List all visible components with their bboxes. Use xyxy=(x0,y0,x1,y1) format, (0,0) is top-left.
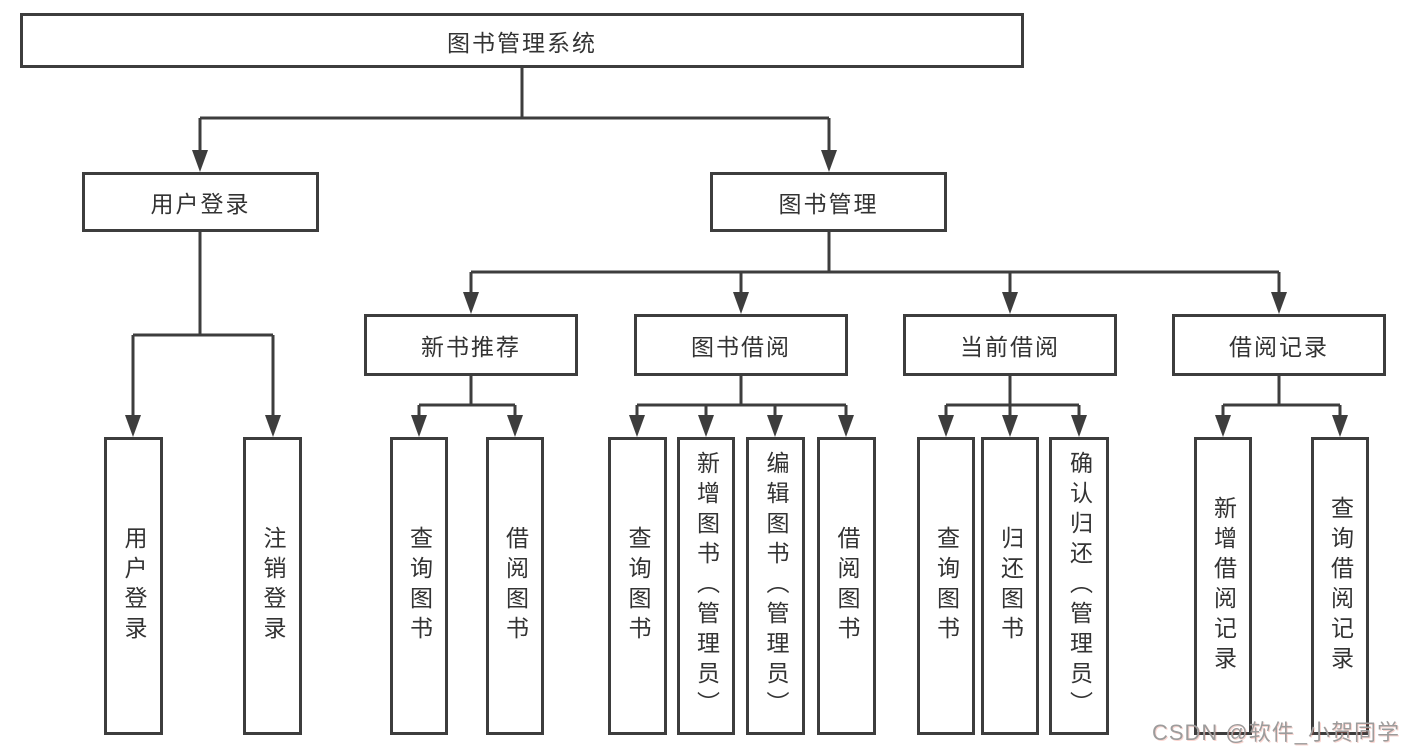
node-label: 新增图书（管理员） xyxy=(693,451,720,721)
node-label: 确认归还（管理员） xyxy=(1066,451,1093,721)
leaf-user-login: 用户登录 xyxy=(104,437,163,735)
node-borrowing-records: 借阅记录 xyxy=(1172,314,1386,376)
node-label: 借阅记录 xyxy=(1229,334,1329,360)
node-new-book-recommendation: 新书推荐 xyxy=(364,314,578,376)
node-book-borrowing: 图书借阅 xyxy=(634,314,848,376)
leaf-logout: 注销登录 xyxy=(243,437,302,735)
node-user-login: 用户登录 xyxy=(82,172,319,232)
leaf-confirm-return-admin: 确认归还（管理员） xyxy=(1049,437,1109,735)
node-label: 归还图书 xyxy=(997,526,1024,646)
node-label: 查询图书 xyxy=(933,526,960,646)
node-label: 新书推荐 xyxy=(421,334,521,360)
node-label: 借阅图书 xyxy=(502,526,529,646)
node-label: 查询借阅记录 xyxy=(1327,496,1354,676)
node-label: 用户登录 xyxy=(121,526,147,646)
leaf-borrow-books-recommend: 借阅图书 xyxy=(486,437,544,735)
leaf-query-books-borrowing: 查询图书 xyxy=(608,437,667,735)
node-label: 当前借阅 xyxy=(960,334,1060,360)
node-label: 图书管理系统 xyxy=(447,29,597,56)
csdn-watermark: CSDN @软件_小贺同学 xyxy=(1151,720,1400,745)
node-label: 编辑图书（管理员） xyxy=(763,451,789,721)
node-label: 查询图书 xyxy=(406,526,433,646)
leaf-query-books-current: 查询图书 xyxy=(917,437,975,735)
leaf-add-borrow-record: 新增借阅记录 xyxy=(1194,437,1252,735)
node-library-management-system: 图书管理系统 xyxy=(20,13,1024,68)
node-label: 图书管理 xyxy=(778,191,879,217)
node-label: 查询图书 xyxy=(625,526,651,646)
node-current-borrowing: 当前借阅 xyxy=(903,314,1117,376)
node-label: 新增借阅记录 xyxy=(1210,496,1237,676)
node-label: 图书借阅 xyxy=(691,334,791,360)
leaf-edit-book-admin: 编辑图书（管理员） xyxy=(746,437,805,735)
node-label: 用户登录 xyxy=(150,191,251,217)
leaf-add-book-admin: 新增图书（管理员） xyxy=(677,437,735,735)
leaf-query-books-recommend: 查询图书 xyxy=(390,437,448,735)
node-label: 借阅图书 xyxy=(834,526,860,646)
node-book-management: 图书管理 xyxy=(710,172,947,232)
leaf-return-book: 归还图书 xyxy=(981,437,1039,735)
leaf-query-borrow-record: 查询借阅记录 xyxy=(1311,437,1369,735)
node-label: 注销登录 xyxy=(260,526,286,646)
leaf-borrow-books-borrowing: 借阅图书 xyxy=(817,437,876,735)
